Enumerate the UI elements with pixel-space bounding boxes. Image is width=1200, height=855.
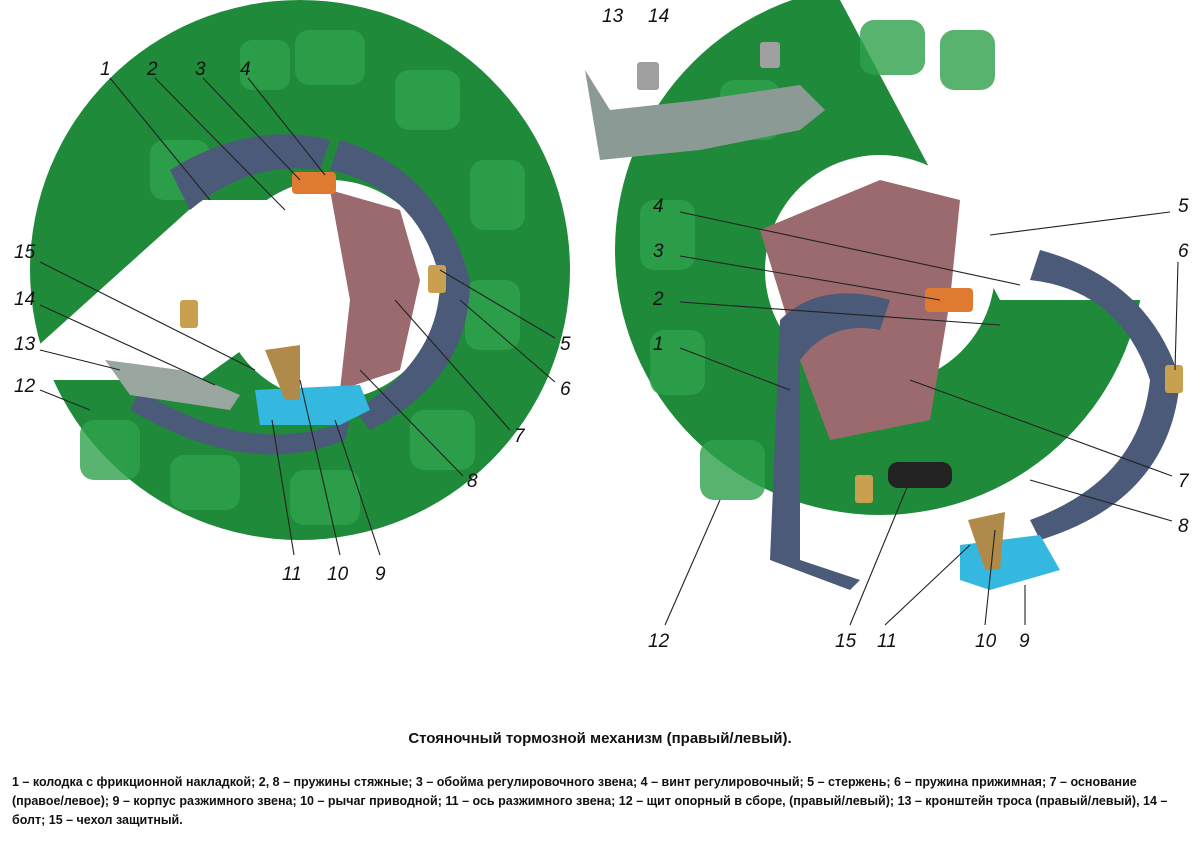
right-shoe-right bbox=[1030, 250, 1180, 540]
label-3: 3 bbox=[653, 241, 664, 262]
left-shoe-right bbox=[330, 140, 470, 430]
label-9: 9 bbox=[375, 564, 386, 585]
label-1: 1 bbox=[653, 334, 664, 355]
right-bolt-2 bbox=[760, 42, 780, 68]
label-15: 15 bbox=[835, 631, 857, 652]
label-8: 8 bbox=[1178, 516, 1189, 537]
label-13: 13 bbox=[14, 334, 36, 355]
label-7: 7 bbox=[514, 426, 526, 447]
label-10: 10 bbox=[975, 631, 997, 652]
left-cable-bracket bbox=[105, 360, 240, 410]
label-4: 4 bbox=[240, 59, 251, 80]
left-shoe-lower bbox=[130, 390, 350, 455]
left-hold-spring bbox=[428, 265, 446, 293]
left-adjuster bbox=[292, 172, 336, 194]
label-6: 6 bbox=[560, 379, 571, 400]
label-12: 12 bbox=[14, 376, 36, 397]
right-shoe-left bbox=[770, 293, 890, 590]
right-brake-assembly bbox=[585, 0, 1183, 590]
label-9: 9 bbox=[1019, 631, 1030, 652]
right-cable-bracket bbox=[585, 70, 825, 160]
label-2: 2 bbox=[146, 59, 158, 80]
left-brake-assembly bbox=[30, 0, 570, 540]
leader-lines bbox=[39, 77, 1179, 626]
label-5: 5 bbox=[1178, 196, 1189, 217]
right-bolt-1 bbox=[637, 62, 659, 90]
parts-legend: 1 – колодка с фрикционной накладкой; 2, … bbox=[12, 775, 1168, 827]
right-labels: 13 14 4 3 2 1 5 6 7 8 12 15 11 10 9 bbox=[602, 6, 1190, 652]
left-shoe-upper bbox=[170, 134, 330, 210]
label-11: 11 bbox=[282, 564, 302, 585]
right-lever bbox=[968, 512, 1005, 570]
brake-diagram: 1 2 3 4 15 14 13 12 5 6 7 8 11 10 9 13 1… bbox=[14, 0, 1190, 652]
left-lever bbox=[265, 345, 300, 400]
label-11: 11 bbox=[877, 631, 897, 652]
label-2: 2 bbox=[652, 289, 664, 310]
label-15: 15 bbox=[14, 242, 36, 263]
label-10: 10 bbox=[327, 564, 349, 585]
label-8: 8 bbox=[467, 471, 478, 492]
label-14: 14 bbox=[14, 289, 35, 310]
label-3: 3 bbox=[195, 59, 206, 80]
right-protective-boot bbox=[888, 462, 952, 488]
label-14: 14 bbox=[648, 6, 669, 27]
label-6: 6 bbox=[1178, 241, 1189, 262]
left-labels: 1 2 3 4 15 14 13 12 5 6 7 8 11 10 9 bbox=[14, 59, 571, 585]
label-7: 7 bbox=[1178, 471, 1190, 492]
diagram-title: Стояночный тормозной механизм (правый/ле… bbox=[408, 730, 792, 747]
right-expander bbox=[960, 535, 1060, 590]
label-1: 1 bbox=[100, 59, 111, 80]
label-4: 4 bbox=[653, 196, 664, 217]
right-adjuster bbox=[925, 288, 973, 312]
left-base bbox=[330, 190, 420, 390]
label-5: 5 bbox=[560, 334, 571, 355]
label-12: 12 bbox=[648, 631, 670, 652]
label-13: 13 bbox=[602, 6, 624, 27]
